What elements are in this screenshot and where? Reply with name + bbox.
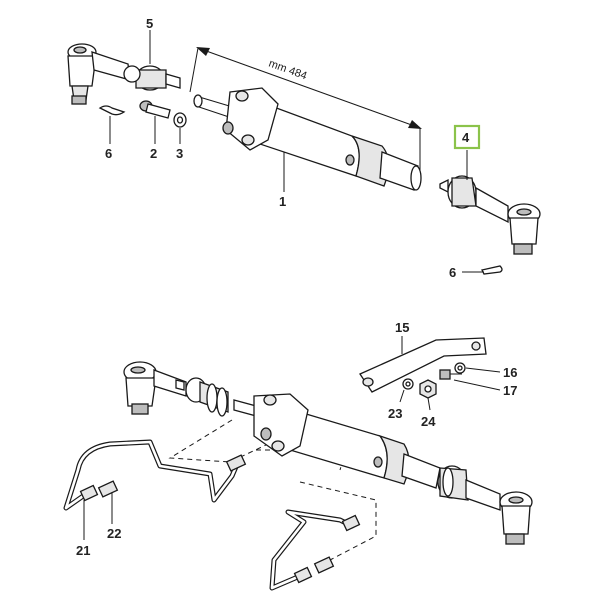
top-assembly: mm 484 <box>67 16 541 280</box>
union-part-22 <box>97 480 119 498</box>
label-part-6-top: 6 <box>105 146 112 161</box>
label-part-16: 16 <box>503 365 517 380</box>
label-part-22: 22 <box>107 526 121 541</box>
cylinder-part-1 <box>193 87 422 191</box>
highlight-box-part-4 <box>453 124 481 150</box>
label-part-4: 4 <box>462 130 470 145</box>
bolt-part-2 <box>139 100 171 119</box>
cotter-pin-left <box>98 105 126 116</box>
label-part-1: 1 <box>279 194 286 209</box>
washer-part-3 <box>173 112 187 128</box>
tie-rod-end-left <box>67 43 181 105</box>
label-part-2: 2 <box>150 146 157 161</box>
label-part-21: 21 <box>76 543 90 558</box>
washer-part-16 <box>454 362 466 374</box>
label-part-15: 15 <box>395 320 409 335</box>
washer-part-23 <box>402 378 414 390</box>
dimension-label: mm 484 <box>267 58 308 83</box>
nut-part-24 <box>419 379 437 399</box>
union-bottom <box>313 556 335 574</box>
pipe-fitting-left <box>79 484 99 502</box>
label-part-24: 24 <box>421 414 436 429</box>
label-part-6-right: 6 <box>449 265 456 280</box>
label-part-17: 17 <box>503 383 517 398</box>
cylinder-bottom <box>233 393 441 489</box>
hydraulic-pipe-right <box>269 509 361 591</box>
label-part-3: 3 <box>176 146 183 161</box>
label-part-23: 23 <box>388 406 402 421</box>
tie-rod-end-bottom-left <box>123 361 229 417</box>
pipe-fitting-top <box>341 514 361 532</box>
bottom-assembly: 15 16 17 23 24 21 22 <box>63 320 533 591</box>
label-part-5: 5 <box>146 16 153 31</box>
pipe-fitting-mid <box>225 454 247 472</box>
bolt-part-17 <box>439 369 462 380</box>
cotter-pin-right <box>481 265 503 275</box>
bracket-part-15 <box>359 337 487 393</box>
pipe-fitting-bottom <box>293 566 313 584</box>
tie-rod-end-bottom-right <box>437 465 533 545</box>
hydraulic-pipe-left <box>63 439 247 511</box>
tie-rod-end-right <box>439 175 541 255</box>
